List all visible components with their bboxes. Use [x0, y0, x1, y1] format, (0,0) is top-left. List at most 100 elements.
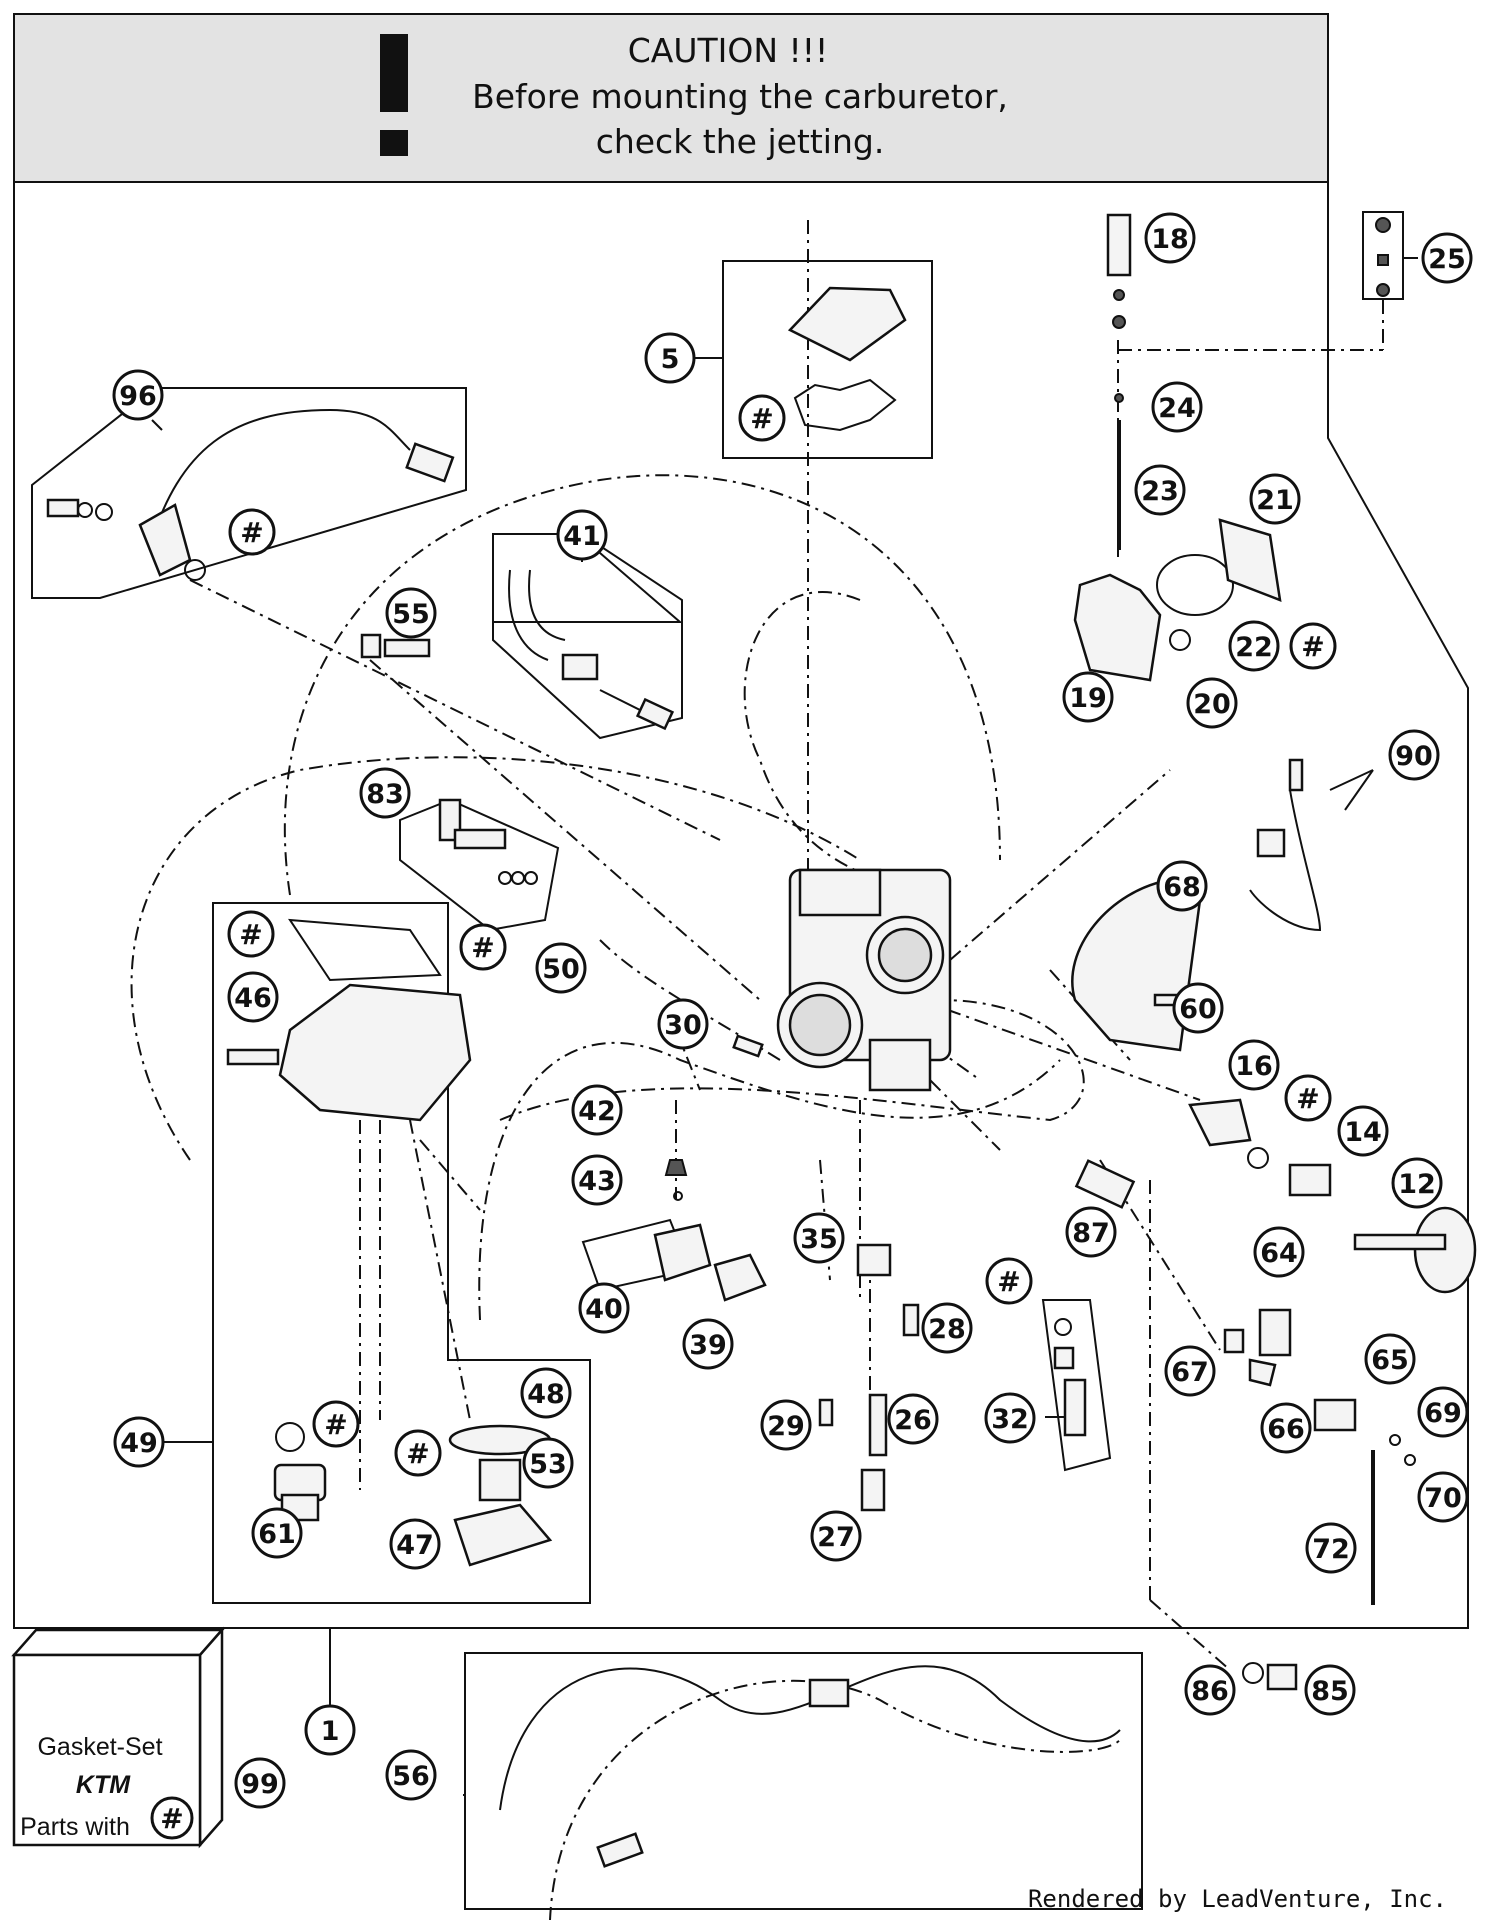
callout-50: 50 — [535, 942, 587, 994]
callout-85: 85 — [1304, 1664, 1356, 1716]
hash-marker-83: # — [459, 923, 507, 971]
svg-text:43: 43 — [578, 1166, 616, 1197]
svg-text:85: 85 — [1311, 1676, 1349, 1707]
svg-text:35: 35 — [800, 1224, 838, 1255]
callout-27: 27 — [810, 1510, 862, 1562]
callout-60: 60 — [1172, 982, 1224, 1034]
svg-text:#: # — [1301, 630, 1324, 663]
svg-text:23: 23 — [1141, 476, 1179, 507]
callout-49: 49 — [113, 1416, 165, 1468]
callout-67: 67 — [1164, 1345, 1216, 1397]
svg-text:#: # — [240, 516, 263, 549]
svg-text:49: 49 — [120, 1428, 158, 1459]
callout-56: 56 — [385, 1749, 437, 1801]
hash-marker-5: # — [738, 394, 786, 442]
svg-text:22: 22 — [1235, 632, 1273, 663]
callout-66: 66 — [1260, 1402, 1312, 1454]
callout-83: 83 — [359, 767, 411, 819]
gasket-markers: # # # # # # # # # — [227, 394, 1337, 1477]
svg-text:50: 50 — [542, 954, 580, 985]
caution-line-2: Before mounting the carburetor, — [472, 77, 1008, 116]
callout-43: 43 — [571, 1154, 623, 1206]
svg-text:42: 42 — [578, 1096, 616, 1127]
callout-5: 5 — [644, 332, 696, 384]
callout-72: 72 — [1305, 1522, 1357, 1574]
svg-text:53: 53 — [529, 1449, 567, 1480]
svg-text:#: # — [406, 1437, 429, 1470]
credit-text: Rendered by LeadVenture, Inc. — [1028, 1885, 1447, 1913]
callout-24: 24 — [1151, 381, 1203, 433]
svg-text:24: 24 — [1158, 393, 1196, 424]
box-83 — [399, 798, 560, 932]
svg-text:27: 27 — [817, 1522, 855, 1553]
carburetor-body — [776, 868, 952, 1092]
callout-30: 30 — [657, 998, 709, 1050]
hash-marker-32: # — [985, 1257, 1033, 1305]
svg-text:70: 70 — [1424, 1483, 1462, 1514]
box-25 — [1362, 211, 1404, 300]
callout-41: 41 — [556, 509, 608, 561]
hash-marker-49-top: # — [227, 910, 275, 958]
callout-96: 96 — [112, 369, 164, 421]
callout-1: 1 — [304, 1704, 356, 1756]
callout-46: 46 — [227, 971, 279, 1023]
callout-12: 12 — [1391, 1157, 1443, 1209]
svg-text:87: 87 — [1072, 1218, 1110, 1249]
callout-19: 19 — [1062, 671, 1114, 723]
callout-47: 47 — [389, 1518, 441, 1570]
svg-text:86: 86 — [1191, 1676, 1229, 1707]
caution-title: CAUTION !!! — [628, 31, 829, 70]
callout-32: 32 — [984, 1392, 1036, 1444]
callout-61: 61 — [251, 1507, 303, 1559]
gasket-set-hash: # — [160, 1802, 183, 1835]
hash-marker-96: # — [228, 508, 276, 556]
hash-marker-22: # — [1289, 622, 1337, 670]
svg-text:#: # — [239, 918, 262, 951]
svg-text:32: 32 — [991, 1404, 1029, 1435]
svg-text:18: 18 — [1151, 224, 1189, 255]
svg-text:69: 69 — [1424, 1398, 1462, 1429]
svg-text:29: 29 — [767, 1411, 805, 1442]
svg-text:61: 61 — [258, 1519, 296, 1550]
svg-text:26: 26 — [894, 1405, 932, 1436]
box-56 — [464, 1652, 1143, 1910]
callout-40: 40 — [578, 1282, 630, 1334]
svg-text:#: # — [997, 1265, 1020, 1298]
callout-64: 64 — [1253, 1226, 1305, 1278]
callout-69: 69 — [1417, 1386, 1469, 1438]
callout-20: 20 — [1186, 677, 1238, 729]
caution-banner: CAUTION !!! Before mounting the carburet… — [13, 13, 1329, 183]
callout-90: 90 — [1388, 729, 1440, 781]
callout-23: 23 — [1134, 464, 1186, 516]
svg-text:99: 99 — [241, 1769, 279, 1800]
caution-line-3: check the jetting. — [596, 122, 885, 161]
exclamation-icon — [380, 34, 408, 156]
hash-marker-61: # — [312, 1400, 360, 1448]
svg-text:48: 48 — [527, 1379, 565, 1410]
box-32 — [1041, 1299, 1112, 1472]
callout-25: 25 — [1421, 232, 1473, 284]
callout-28: 28 — [921, 1302, 973, 1354]
svg-text:83: 83 — [366, 779, 404, 810]
svg-text:64: 64 — [1260, 1238, 1298, 1269]
callout-68: 68 — [1156, 860, 1208, 912]
leader-lines — [151, 257, 1418, 1796]
callout-87: 87 — [1065, 1206, 1117, 1258]
svg-text:39: 39 — [689, 1330, 727, 1361]
svg-text:40: 40 — [585, 1294, 623, 1325]
svg-text:25: 25 — [1428, 244, 1466, 275]
svg-text:56: 56 — [392, 1761, 430, 1792]
svg-text:19: 19 — [1069, 683, 1107, 714]
parts — [46, 213, 1477, 1868]
callout-55: 55 — [385, 587, 437, 639]
hash-marker-48: # — [394, 1429, 442, 1477]
svg-text:5: 5 — [661, 344, 680, 375]
callouts: 1 5 12 14 16 18 19 20 21 22 23 24 25 26 … — [112, 212, 1473, 1809]
svg-text:55: 55 — [392, 599, 430, 630]
svg-text:96: 96 — [119, 381, 157, 412]
svg-text:#: # — [750, 402, 773, 435]
callout-39: 39 — [682, 1318, 734, 1370]
callout-16: 16 — [1228, 1039, 1280, 1091]
svg-text:66: 66 — [1267, 1414, 1305, 1445]
